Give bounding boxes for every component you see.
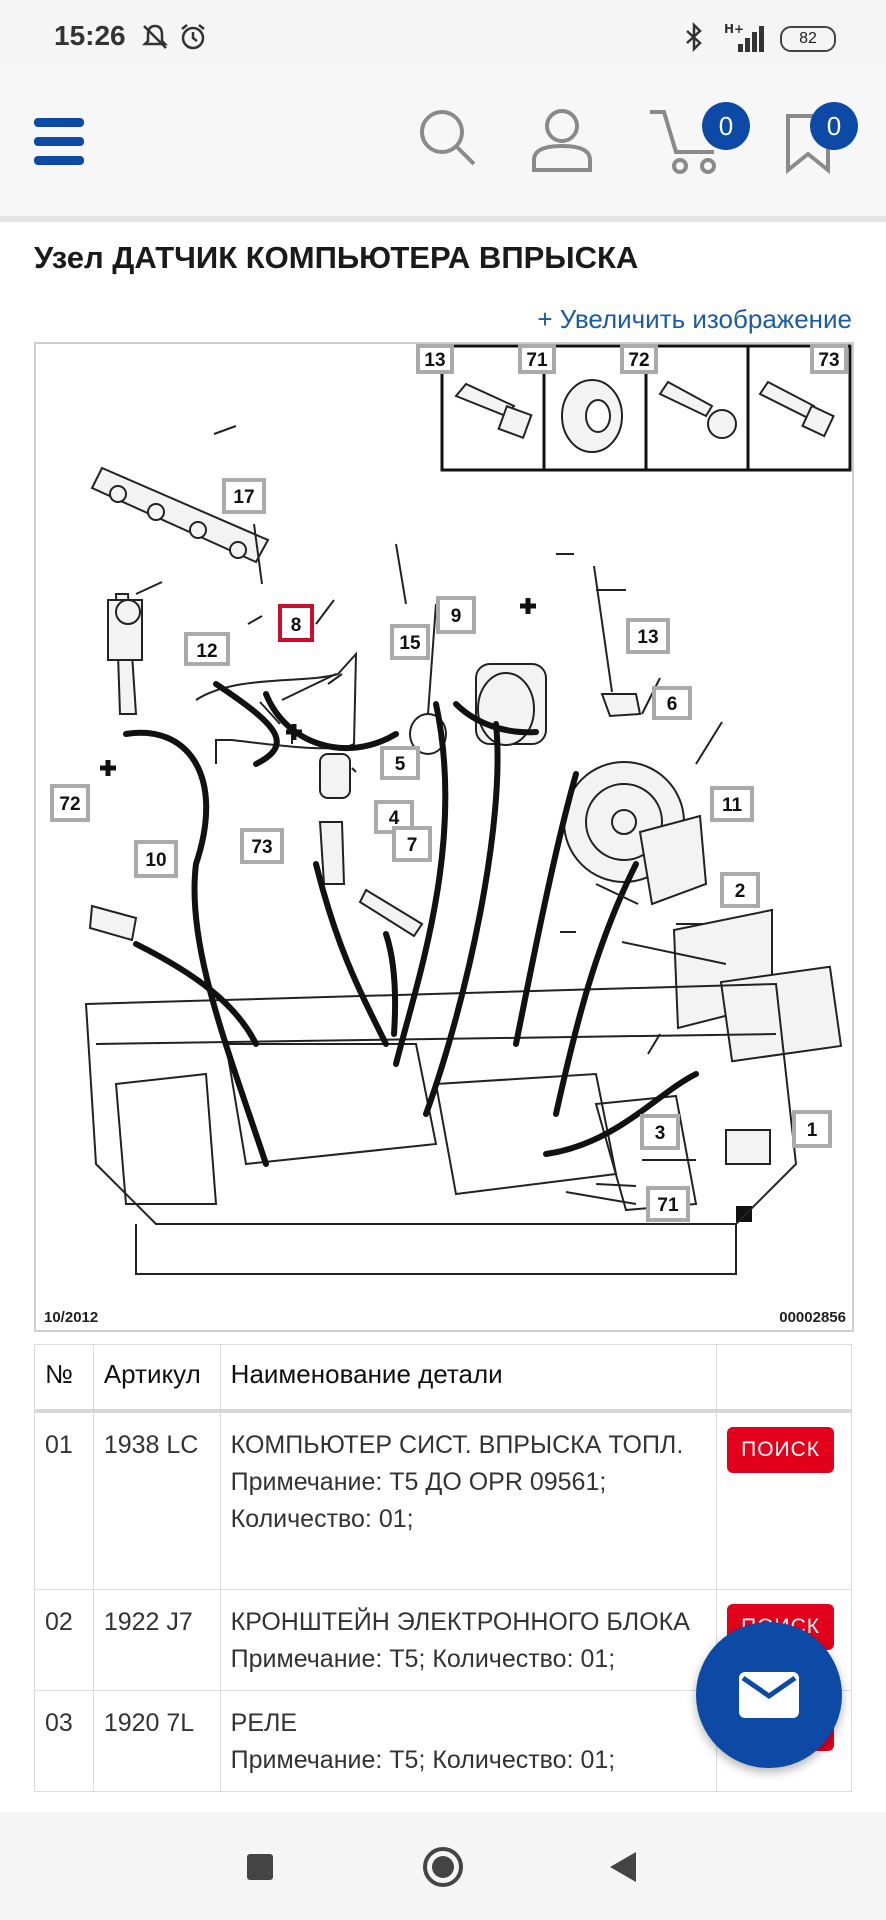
table-row: 01 1938 LC КОМПЬЮТЕР СИСТ. ВПРЫСКА ТОПЛ.… [34, 1410, 852, 1590]
parts-diagram-drawing: .ln { fill: none; stroke: #222; stroke-w… [50, 344, 852, 1275]
status-bar: 15:26 H+ 82 [0, 0, 886, 62]
callout-label: 10 [145, 850, 166, 871]
row-article: 1938 LC [92, 1410, 221, 1590]
row-action-cell: ПОИСК [716, 1410, 852, 1590]
callout-label: 15 [399, 633, 421, 654]
saved-count-badge: 0 [810, 102, 858, 150]
row-article: 1920 7L [92, 1690, 221, 1792]
callout-label: 9 [451, 606, 462, 627]
callout-label: 13 [637, 627, 658, 648]
row-article: 1922 J7 [92, 1589, 221, 1691]
row-name-cell: КОМПЬЮТЕР СИСТ. ВПРЫСКА ТОПЛ. Примечание… [219, 1410, 718, 1590]
cart-icon[interactable] [648, 106, 726, 178]
column-header-name: Наименование детали [219, 1344, 718, 1413]
diagram-date: 10/2012 [44, 1309, 99, 1326]
menu-icon[interactable] [34, 118, 84, 175]
column-header-number: № [34, 1344, 94, 1413]
callout-label: 13 [424, 350, 445, 371]
row-number: 03 [34, 1690, 94, 1792]
search-icon[interactable] [416, 106, 480, 170]
callout-label: 72 [628, 350, 649, 371]
status-time: 15:26 [54, 20, 126, 51]
row-name-cell: КРОНШТЕЙН ЭЛЕКТРОННОГО БЛОКА Примечание:… [219, 1589, 718, 1691]
callout-label: 71 [526, 350, 548, 371]
row-note: Примечание: T5 ДО OPR 09561; Количество:… [230, 1468, 607, 1533]
row-number: 01 [34, 1410, 94, 1590]
site-header: 0 0 [0, 62, 886, 222]
callout-label: 6 [667, 694, 678, 715]
table-header-row: № Артикул Наименование детали [34, 1344, 852, 1413]
callout-group[interactable]: 13 71 72 73 17 8 12 9 15 13 6 5 4 [50, 344, 848, 1222]
table-row: 02 1922 J7 КРОНШТЕЙН ЭЛЕКТРОННОГО БЛОКА … [34, 1589, 852, 1691]
account-icon[interactable] [530, 106, 594, 174]
callout-label: 12 [196, 641, 217, 662]
home-icon[interactable] [422, 1846, 464, 1888]
row-note: Примечание: T5; Количество: 01; [230, 1746, 616, 1774]
notifications-muted-icon [141, 24, 169, 49]
column-header-article: Артикул [92, 1344, 221, 1413]
callout-label: 4 [389, 808, 400, 829]
callout-label: 11 [722, 795, 743, 816]
diagram-code: 00002856 [779, 1309, 846, 1326]
back-icon[interactable] [608, 1850, 638, 1884]
callout-label: 3 [655, 1123, 666, 1144]
callout-label: 72 [59, 794, 80, 815]
parts-diagram[interactable]: .ln { fill: none; stroke: #222; stroke-w… [34, 342, 854, 1332]
parts-table: № Артикул Наименование детали 01 1938 LC… [34, 1344, 852, 1792]
recents-icon[interactable] [247, 1854, 273, 1880]
row-name: КОМПЬЮТЕР СИСТ. ВПРЫСКА ТОПЛ. [230, 1431, 684, 1459]
table-row: 03 1920 7L РЕЛЕ Примечание: T5; Количест… [34, 1690, 852, 1792]
alarm-icon [181, 24, 205, 50]
callout-label: 73 [818, 350, 839, 371]
page-title: Узел ДАТЧИК КОМПЬЮТЕРА ВПРЫСКА [34, 240, 639, 275]
callout-label: 1 [807, 1120, 818, 1141]
callout-label: 2 [735, 881, 746, 902]
search-button[interactable]: ПОИСК [727, 1427, 835, 1473]
battery-indicator: 82 [780, 26, 836, 52]
callout-label: 71 [657, 1195, 679, 1216]
contact-fab[interactable] [696, 1622, 842, 1768]
system-nav-bar [0, 1812, 886, 1920]
signal-icon [738, 26, 764, 52]
row-name: КРОНШТЕЙН ЭЛЕКТРОННОГО БЛОКА [230, 1608, 690, 1636]
callout-label: 17 [233, 487, 254, 508]
row-note: Примечание: T5; Количество: 01; [230, 1645, 616, 1673]
bluetooth-icon [686, 22, 702, 52]
callout-label: 5 [395, 754, 406, 775]
callout-label-selected: 8 [291, 615, 302, 636]
cart-count-badge: 0 [702, 102, 750, 150]
mail-icon [739, 1672, 799, 1718]
row-number: 02 [34, 1589, 94, 1691]
callout-label: 7 [407, 835, 418, 856]
row-name-cell: РЕЛЕ Примечание: T5; Количество: 01; [219, 1690, 718, 1792]
callout-label: 73 [251, 837, 272, 858]
row-name: РЕЛЕ [230, 1709, 298, 1737]
column-header-action [716, 1344, 852, 1413]
zoom-image-link[interactable]: + Увеличить изображение [537, 304, 852, 334]
network-type: H+ [724, 22, 745, 36]
